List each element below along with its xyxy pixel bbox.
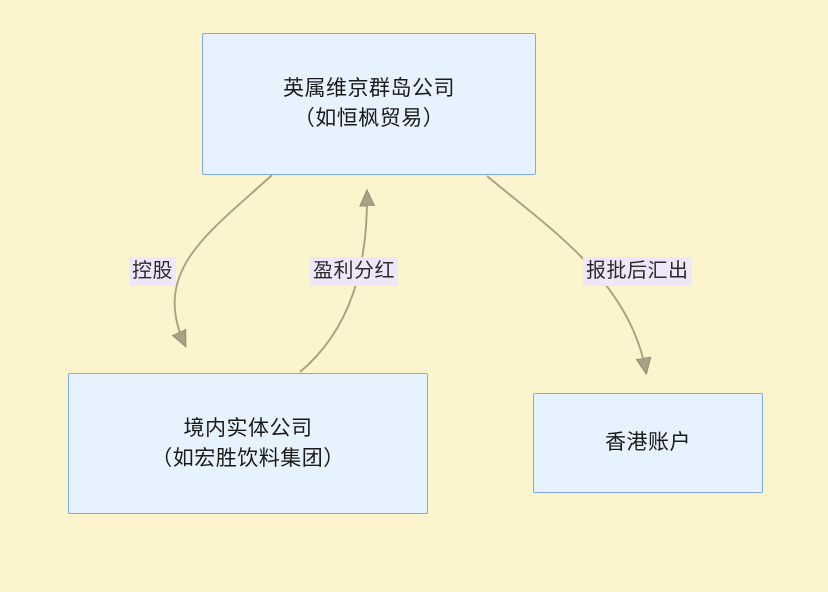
edge-label-holding: 控股 [129, 257, 176, 286]
edge-path-holding [175, 174, 273, 345]
node-domestic-company[interactable]: 境内实体公司 （如宏胜饮料集团） [68, 373, 428, 514]
node-domestic-line-1: 境内实体公司 [183, 416, 313, 440]
node-bvi-company[interactable]: 英属维京群岛公司 （如恒枫贸易） [202, 33, 536, 175]
edge-label-dividend: 盈利分红 [310, 257, 398, 286]
node-bvi-line-1: 英属维京群岛公司 [283, 77, 455, 101]
node-hkaccount-line-1: 香港账户 [605, 431, 691, 455]
node-bvi-line-2: （如恒枫贸易） [293, 107, 445, 130]
edge-label-remit: 报批后汇出 [583, 257, 692, 286]
node-domestic-line-2: （如宏胜饮料集团） [151, 446, 345, 470]
node-hongkong-account[interactable]: 香港账户 [533, 393, 763, 493]
